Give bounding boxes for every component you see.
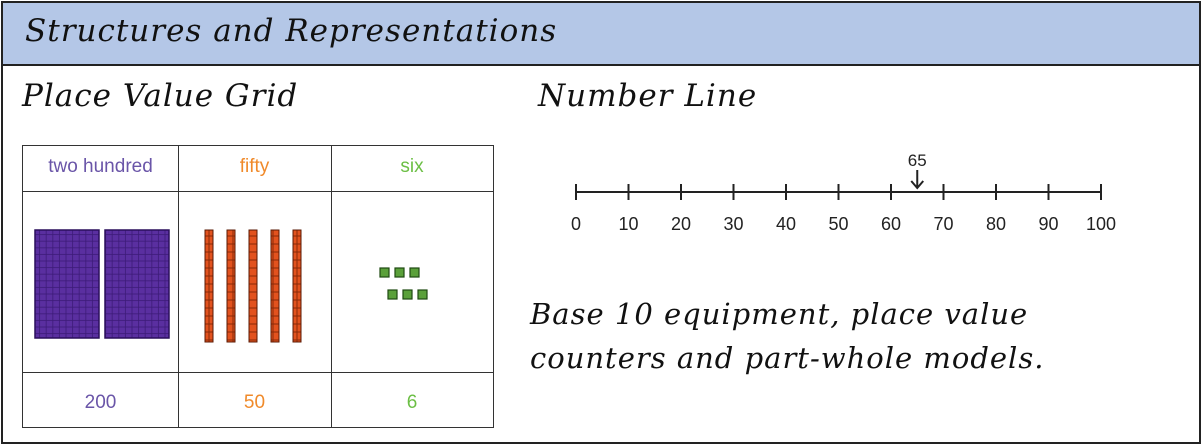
- number-line-tick-label: 50: [828, 214, 848, 234]
- number-line-tick-label: 90: [1038, 214, 1058, 234]
- number-line-tick-label: 30: [723, 214, 743, 234]
- tens-rods-image: [204, 229, 302, 343]
- hundreds-blocks-image: [34, 229, 170, 339]
- caption-line-2: counters and part-whole models.: [530, 341, 1045, 375]
- tens-number: 50: [243, 392, 266, 413]
- grid-column-divider: [178, 146, 179, 427]
- number-line-tick-label: 10: [618, 214, 638, 234]
- number-line-marker-label: 65: [908, 151, 927, 170]
- number-line-tick-label: 100: [1086, 214, 1116, 234]
- ones-number: 6: [406, 392, 418, 413]
- number-line-tick-label: 20: [671, 214, 691, 234]
- number-line: 0 10 20 30 40 50 60 70 80 90 100 65: [571, 151, 1116, 234]
- ones-word: six: [400, 156, 424, 177]
- number-line-heading: Number Line: [538, 78, 758, 114]
- slide-title: Structures and Representations: [25, 13, 558, 49]
- caption: Base 10 equipment, place value counters …: [530, 292, 1044, 380]
- place-value-heading: Place Value Grid: [22, 78, 299, 114]
- number-line-tick-label: 80: [986, 214, 1006, 234]
- ones-cubes-image: [379, 267, 428, 300]
- tens-word: fifty: [239, 156, 270, 177]
- number-line-tick-label: 0: [571, 214, 581, 234]
- number-line-marker-arrow: [910, 170, 925, 190]
- place-value-grid: two hundred fifty six 200 50 6: [22, 145, 494, 428]
- grid-row-divider: [23, 372, 493, 373]
- hundreds-word: two hundred: [48, 156, 153, 177]
- number-line-tick-label: 70: [933, 214, 953, 234]
- grid-column-divider: [331, 146, 332, 427]
- number-line-tick-label: 60: [881, 214, 901, 234]
- caption-line-1: Base 10 equipment, place value: [530, 297, 1029, 331]
- grid-row-divider: [23, 191, 493, 192]
- number-line-tick-label: 40: [776, 214, 796, 234]
- title-bar: Structures and Representations: [3, 3, 1199, 66]
- hundreds-number: 200: [84, 392, 117, 413]
